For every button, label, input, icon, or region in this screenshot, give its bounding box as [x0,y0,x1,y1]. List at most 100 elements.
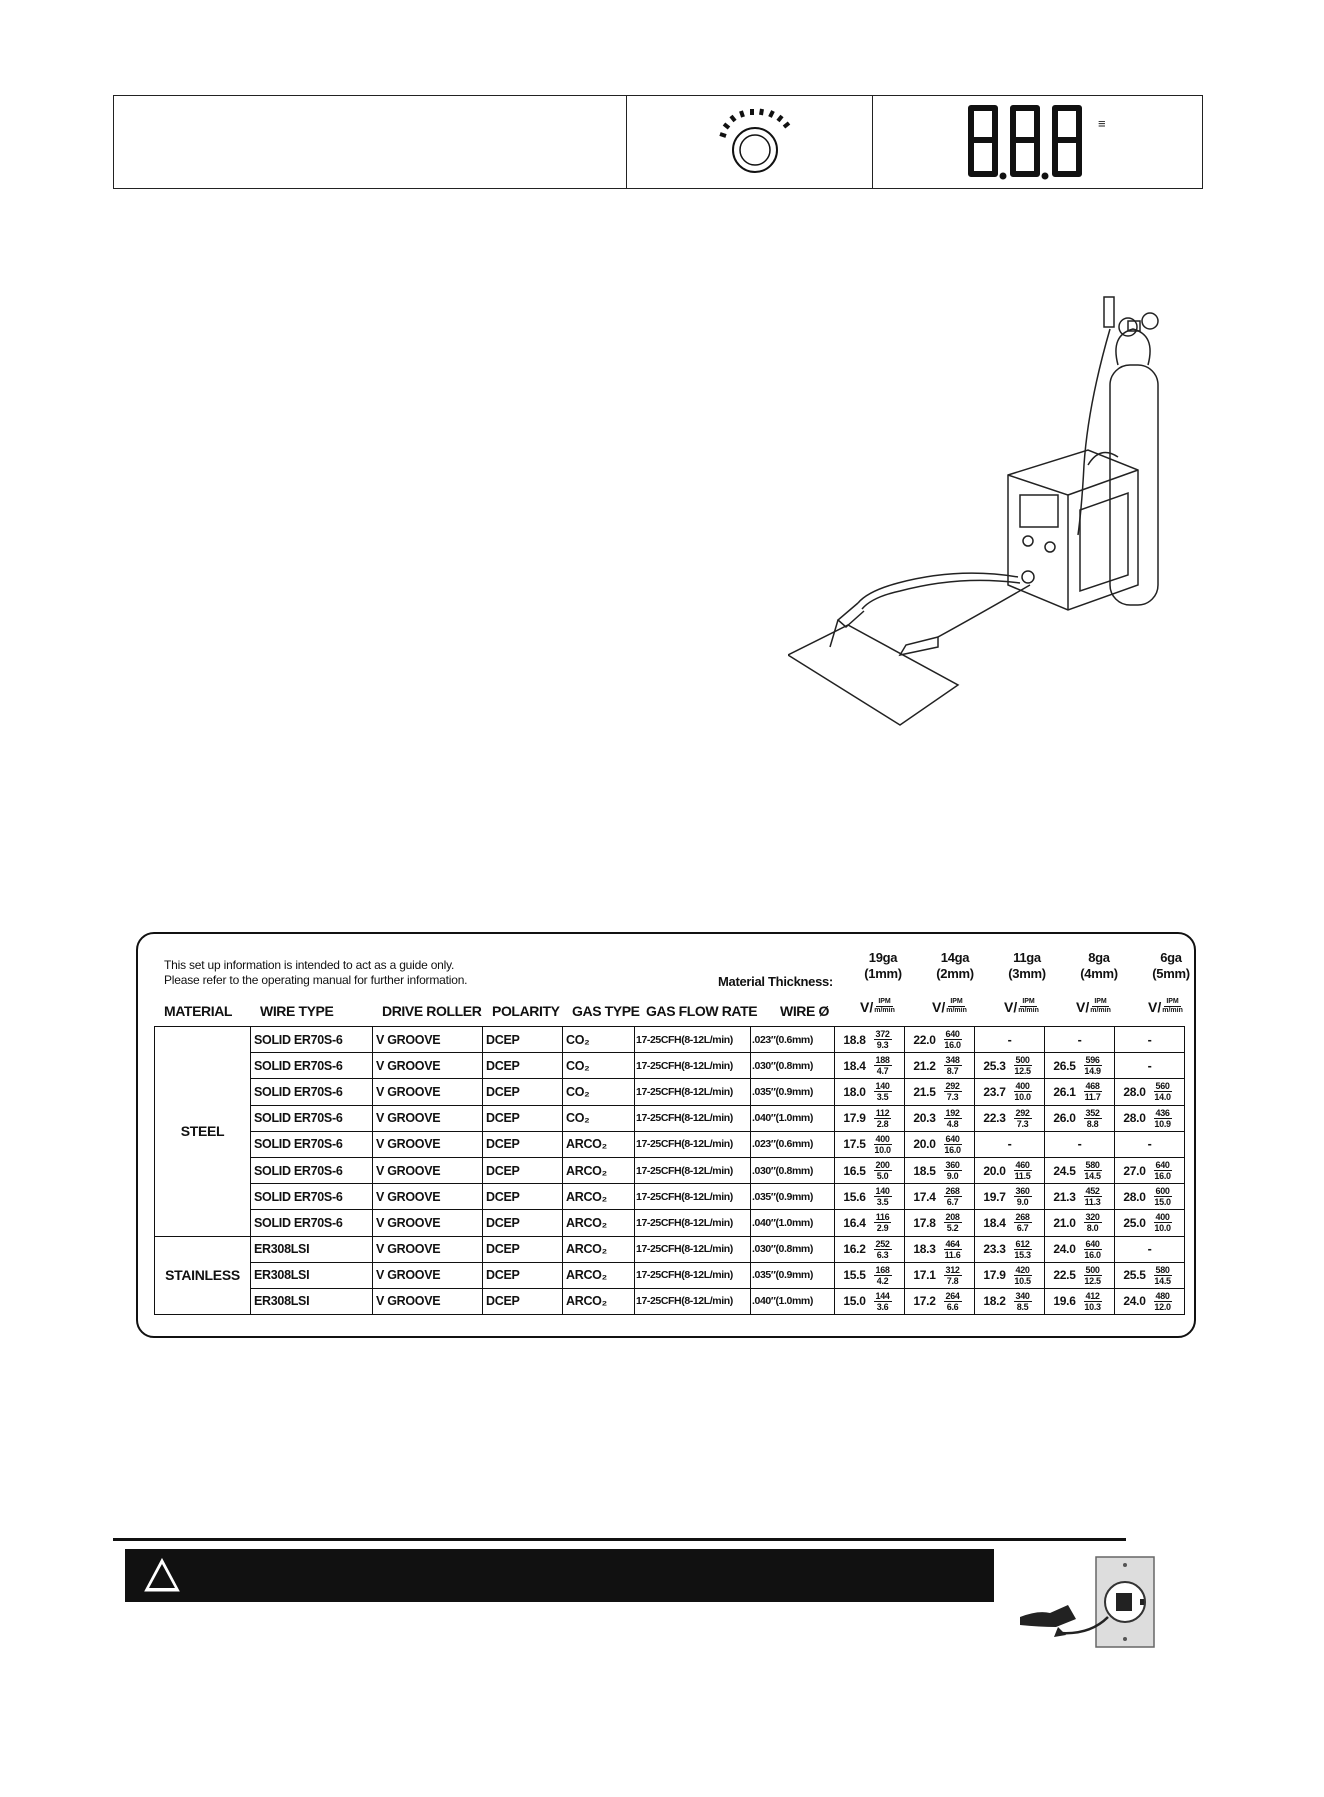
polarity-cell: DCEP [482,1104,563,1132]
wire-dia-cell: .040″(1.0mm) [750,1209,835,1237]
thickness-header: 14ga(2mm) [936,950,974,981]
gas-flow-cell: 17-25CFH(8-12L/min) [634,1052,751,1080]
warning-triangle-icon [144,1557,180,1592]
wire-speed-ipm: 464 [943,1238,962,1250]
wire-speed-ipm: 640 [943,1133,962,1145]
header-wire-dia: WIRE Ø [780,1003,829,1019]
gas-flow-cell: 17-25CFH(8-12L/min) [634,1287,751,1316]
wire-speed-ipm: 372 [873,1029,892,1041]
material-cell: STEEL [154,1026,251,1237]
polarity-cell: DCEP [482,1261,563,1289]
control-knob-icon [719,108,791,173]
wire-type-cell: SOLID ER70S-6 [250,1052,373,1080]
wire-speed-ipm: 612 [1013,1238,1032,1250]
wire-type-cell: SOLID ER70S-6 [250,1183,373,1211]
voltage-value: 15.0 [843,1294,866,1309]
wire-speed-mmin: 5.2 [946,1223,959,1234]
polarity-cell: DCEP [482,1156,563,1185]
warning-banner [125,1549,994,1602]
wire-speed-ipm: 292 [1013,1107,1032,1119]
drive-roller-cell: V GROOVE [372,1287,483,1316]
wire-speed-mmin: 12.5 [1084,1275,1101,1286]
wire-speed-mmin: 16.0 [1084,1249,1101,1260]
voltage-value: 17.2 [913,1294,936,1309]
wire-speed-mmin: 4.8 [946,1118,959,1129]
drive-roller-cell: V GROOVE [372,1156,483,1185]
wire-speed-mmin: 6.3 [876,1249,889,1260]
header-wire-type: WIRE TYPE [260,1003,334,1019]
wire-dia-cell: .023″(0.6mm) [750,1130,835,1158]
wire-speed-ipm: 320 [1083,1212,1102,1224]
voltage-value: 24.5 [1053,1163,1076,1178]
setup-chart: This set up information is intended to a… [136,932,1196,1338]
wire-speed-mmin: 12.5 [1014,1066,1031,1077]
drive-roller-cell: V GROOVE [372,1209,483,1237]
voltage-value: 20.0 [983,1163,1006,1178]
wire-speed-ipm: 352 [1083,1107,1102,1119]
wire-speed-ipm: 116 [873,1212,892,1224]
wire-type-cell: SOLID ER70S-6 [250,1156,373,1185]
voltage-value: 18.2 [983,1294,1006,1309]
voltage-value: 23.7 [983,1084,1006,1099]
wire-speed-ipm: 168 [873,1264,892,1276]
description-cell [114,96,626,188]
wire-dia-cell: .035″(0.9mm) [750,1261,835,1289]
no-setting-dash: - [1007,1032,1012,1047]
drive-roller-cell: V GROOVE [372,1130,483,1158]
wire-speed-ipm: 144 [873,1290,892,1302]
wire-speed-mmin: 12.0 [1154,1301,1171,1312]
header-gas-type: GAS TYPE [572,1003,640,1019]
wire-speed-mmin: 9.0 [946,1171,959,1182]
wire-speed-ipm: 400 [1153,1212,1172,1224]
voltage-value: 27.0 [1123,1163,1146,1178]
polarity-cell: DCEP [482,1052,563,1080]
wire-speed-mmin: 8.5 [1016,1301,1029,1312]
setting-cell: - [1044,1025,1115,1054]
wire-speed-mmin: 14.5 [1154,1275,1171,1286]
drive-roller-cell: V GROOVE [372,1183,483,1211]
wire-speed-ipm: 580 [1153,1264,1172,1276]
voltage-value: 26.5 [1053,1058,1076,1073]
voltage-value: 22.0 [913,1032,936,1047]
wire-dia-cell: .030″(0.8mm) [750,1235,835,1263]
wire-speed-mmin: 16.0 [944,1144,961,1155]
wire-speed-mmin: 6.7 [946,1197,959,1208]
drive-roller-cell: V GROOVE [372,1078,483,1106]
wire-type-cell: SOLID ER70S-6 [250,1104,373,1132]
gas-flow-cell: 17-25CFH(8-12L/min) [634,1025,751,1054]
header-polarity: POLARITY [492,1003,560,1019]
wire-speed-mmin: 8.0 [1086,1223,1099,1234]
wire-speed-ipm: 200 [873,1160,892,1172]
wire-speed-mmin: 4.7 [876,1066,889,1077]
wire-speed-ipm: 500 [1083,1264,1102,1276]
display-cell: ≡ [872,96,1202,188]
wire-speed-ipm: 640 [1153,1160,1172,1172]
gas-type-cell: CO₂ [562,1025,635,1054]
gas-type-cell: ARCO₂ [562,1261,635,1289]
gas-type-cell: CO₂ [562,1052,635,1080]
gas-type-cell: ARCO₂ [562,1287,635,1316]
voltage-value: 24.0 [1053,1242,1076,1257]
wire-speed-mmin: 3.6 [876,1301,889,1312]
knob-cell [626,96,873,188]
